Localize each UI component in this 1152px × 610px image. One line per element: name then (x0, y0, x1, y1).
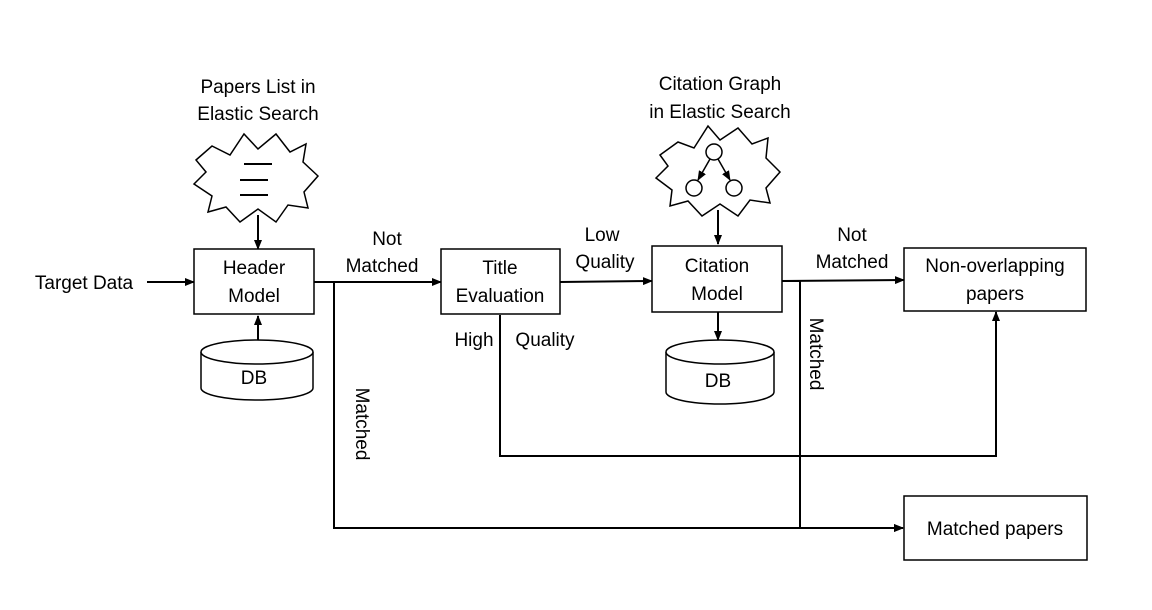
matched-2-label: Matched (805, 318, 826, 391)
title-evaluation-line2: Evaluation (456, 286, 545, 307)
matched-papers-label: Matched papers (927, 519, 1063, 540)
quality-label: Quality (515, 330, 575, 351)
papers-list-cloud-icon (192, 132, 320, 224)
low-quality-line2: Quality (575, 252, 635, 273)
header-model-line1: Header (223, 258, 286, 279)
citation-graph-cloud-icon (654, 124, 782, 218)
connectors (147, 210, 1000, 532)
arrow-title-to-citation (559, 277, 653, 286)
header-model-line2: Model (228, 286, 280, 307)
citation-graph-label-line2: in Elastic Search (649, 102, 791, 123)
arrow-header-matched (333, 282, 904, 532)
header-model-box (193, 248, 315, 315)
title-evaluation-box (440, 248, 561, 315)
low-quality-line1: Low (585, 225, 620, 246)
not-matched-1-line1: Not (372, 229, 402, 250)
high-label: High (454, 330, 493, 351)
non-overlapping-line2: papers (966, 284, 1024, 305)
database-icon (200, 339, 314, 401)
matched-papers-box (903, 495, 1088, 561)
citation-model-box (651, 245, 783, 313)
papers-list-label-line2: Elastic Search (197, 104, 318, 125)
citation-model-line2: Model (691, 284, 743, 305)
not-matched-1-line2: Matched (346, 256, 419, 277)
database-icon (665, 339, 775, 405)
non-overlapping-line1: Non-overlapping (925, 256, 1064, 277)
db1-label: DB (241, 368, 267, 389)
non-overlapping-box (903, 247, 1087, 312)
arrow-citation-to-nonoverlap (781, 276, 905, 285)
not-matched-2-line1: Not (837, 225, 867, 246)
db2-label: DB (705, 371, 731, 392)
arrow-high-quality-to-nonoverlap (499, 311, 1000, 457)
target-data-label: Target Data (35, 273, 134, 294)
graph-nodes-icon (685, 143, 743, 197)
matched-1-label: Matched (351, 388, 372, 461)
papers-list-label-line1: Papers List in (200, 77, 315, 98)
not-matched-2-line2: Matched (816, 252, 889, 273)
document-lines-icon (240, 163, 272, 196)
citation-model-line1: Citation (685, 256, 749, 277)
title-evaluation-line1: Title (482, 258, 517, 279)
arrow-citation-matched (782, 280, 904, 532)
citation-graph-label-line1: Citation Graph (659, 74, 782, 95)
